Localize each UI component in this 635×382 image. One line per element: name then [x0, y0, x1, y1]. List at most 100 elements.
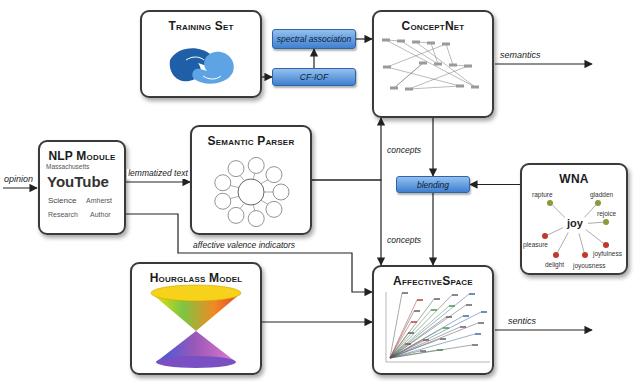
- flow-arrow: [312, 180, 381, 265]
- process-box: blending: [396, 176, 470, 193]
- graph-edge: [387, 44, 446, 67]
- synonym-word: joyousness: [573, 262, 606, 269]
- space-vector: [390, 305, 466, 358]
- module-box: AffectiveSpace: [372, 265, 494, 375]
- hourglass-cone: [156, 356, 236, 368]
- parse-link: [264, 192, 273, 193]
- parse-bubble: [273, 184, 289, 200]
- synonym-link: [552, 205, 565, 218]
- node-title: Semantic Parser: [208, 134, 295, 148]
- parse-bubble: [228, 207, 244, 223]
- flow-arrow: [432, 193, 433, 265]
- edge-label: affective valence indicators: [192, 241, 296, 251]
- synonym-word: joyfulness: [593, 250, 622, 257]
- node-title: Hourglass Model: [150, 271, 243, 285]
- synonym-dot: [582, 252, 588, 258]
- node-title: ConceptNet: [402, 19, 465, 33]
- parse-link: [253, 205, 255, 211]
- node-title: AffectiveSpace: [393, 274, 473, 288]
- cloud-word: YouTube: [47, 174, 109, 191]
- synonym-link: [588, 222, 603, 223]
- node-title: Training Set: [168, 19, 233, 33]
- space-point: [452, 294, 458, 296]
- flow-arrow: [313, 49, 314, 68]
- graph-edge: [394, 63, 423, 88]
- graph-edge: [386, 40, 475, 87]
- parse-link: [261, 200, 268, 204]
- graph-edge: [394, 63, 423, 88]
- synonym-dot: [603, 242, 609, 248]
- synonym-word: pleasure: [523, 241, 548, 248]
- graph-node: [412, 41, 420, 44]
- parse-link: [240, 203, 245, 208]
- graph-node: [449, 64, 457, 67]
- graph-edge: [446, 44, 453, 65]
- graph-node: [397, 40, 405, 43]
- flow-arrow: [432, 118, 433, 176]
- space-vector: [390, 306, 449, 358]
- graph-node: [390, 87, 398, 90]
- synonym-link: [558, 233, 569, 253]
- synonym-link: [586, 230, 604, 244]
- graph-node: [419, 62, 427, 65]
- space-vector: [390, 328, 443, 358]
- process-box: CF-IOF: [272, 68, 356, 86]
- node-title: CF-IOF: [300, 72, 328, 82]
- flow-arrow: [470, 184, 520, 185]
- edge-label: concepts: [386, 146, 422, 156]
- parse-link: [240, 176, 245, 181]
- cloud-word: Massachusetts: [46, 163, 89, 170]
- parse-bubble: [248, 211, 264, 227]
- process-box: spectral association: [272, 29, 356, 49]
- output-arrow: [495, 63, 592, 64]
- synonym-dot: [595, 200, 601, 206]
- space-point: [411, 321, 417, 323]
- module-box: Hourglass Model: [130, 262, 262, 375]
- space-point: [414, 310, 420, 312]
- parse-bubble: [248, 157, 264, 173]
- graph-edge: [416, 42, 475, 87]
- flow-arrow: [126, 181, 190, 182]
- graph-edge: [409, 66, 468, 89]
- space-point: [446, 316, 452, 318]
- synonym-word: rapture: [532, 191, 553, 198]
- space-point: [460, 326, 466, 328]
- flow-arrow: [262, 76, 272, 77]
- io-label: sentics: [508, 317, 536, 327]
- synonym-dot: [553, 252, 559, 258]
- module-box: Training Set: [140, 10, 262, 98]
- cloud-word: Amherst: [86, 197, 112, 205]
- graph-edge: [409, 86, 460, 89]
- synonym-dot: [542, 233, 548, 239]
- parse-bubble: [215, 175, 231, 191]
- flow-arrow: [262, 321, 372, 322]
- parse-bubble: [228, 161, 244, 177]
- synonym-dot: [547, 200, 553, 206]
- node-title: blending: [417, 180, 449, 190]
- space-point: [408, 332, 414, 334]
- parse-link: [230, 196, 238, 198]
- cloud-word: Science: [48, 197, 76, 206]
- node-title: WNA: [559, 172, 588, 186]
- synonym-link: [548, 228, 563, 235]
- space-point: [417, 299, 423, 301]
- space-point: [475, 333, 481, 335]
- graph-node: [382, 39, 390, 42]
- input-arrow: [3, 187, 37, 188]
- hourglass-cone: [151, 285, 241, 301]
- graph-node: [456, 85, 464, 88]
- space-vector: [390, 327, 460, 358]
- parse-bubble: [238, 179, 264, 205]
- space-point: [478, 322, 484, 324]
- parse-bubble: [266, 201, 282, 217]
- parse-link: [230, 186, 238, 188]
- edge-label: concepts: [386, 236, 422, 246]
- module-box: ConceptNet: [372, 10, 494, 118]
- graph-node: [464, 65, 472, 68]
- space-point: [431, 309, 437, 311]
- edge-label: lemmatized text: [127, 169, 189, 179]
- node-title: NLP Module: [48, 149, 115, 163]
- space-vector: [390, 312, 481, 358]
- space-point: [449, 305, 455, 307]
- flow-arrow: [126, 214, 372, 292]
